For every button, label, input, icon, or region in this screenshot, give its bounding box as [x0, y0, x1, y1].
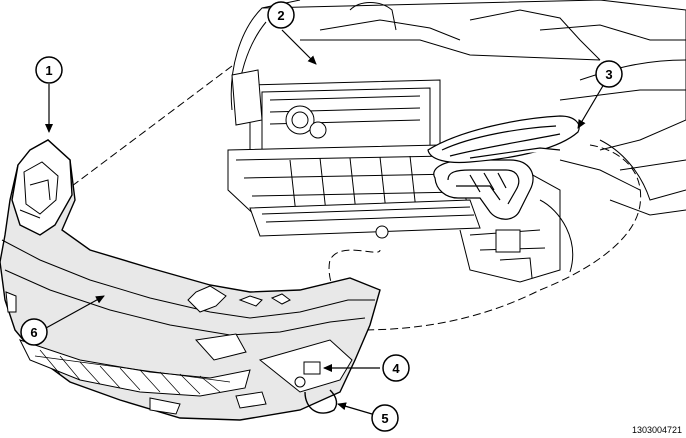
leader-line-2	[281, 29, 317, 65]
callout-6-label: 6	[30, 325, 37, 340]
callout-3-label: 3	[605, 67, 612, 82]
leader-lines	[45, 29, 605, 415]
leader-line-6	[45, 295, 105, 329]
callout-4-label: 4	[392, 361, 400, 376]
callout-5-label: 5	[381, 411, 388, 426]
callout-5: 5	[371, 404, 399, 432]
callout-3: 3	[595, 60, 623, 88]
callout-1-label: 1	[45, 63, 52, 78]
figure-reference-number: 1303004721	[632, 425, 682, 435]
front-bumper-fascia	[0, 139, 381, 421]
headlamp-assembly	[427, 115, 580, 164]
fog-lamp-bracket	[433, 159, 534, 220]
leader-line-5	[337, 402, 373, 415]
vehicle-front-structure	[227, 0, 686, 283]
callout-2: 2	[267, 1, 295, 29]
callout-2-label: 2	[277, 8, 284, 23]
callout-4: 4	[382, 354, 410, 382]
leader-line-3	[577, 83, 605, 129]
callout-6: 6	[20, 318, 48, 346]
callout-1: 1	[35, 56, 63, 84]
